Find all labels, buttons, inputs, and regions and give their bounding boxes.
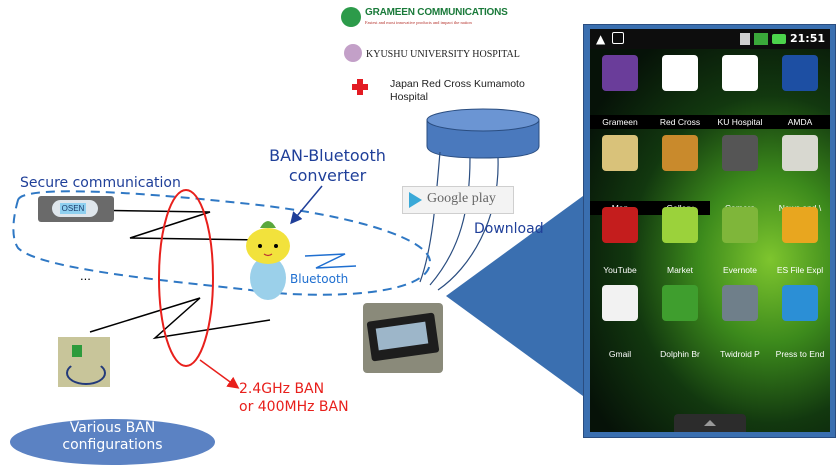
app-press-to-end[interactable]: Press to End: [770, 285, 830, 365]
app-label: KU Hospital: [710, 115, 770, 129]
cable-sensor-photo: [58, 337, 110, 387]
red-cross-line1: Japan Red Cross Kumamoto: [390, 78, 525, 90]
red-cross-line2: Hospital: [390, 91, 428, 103]
grameen-name: GRAMEEN COMMUNICATIONS: [365, 7, 508, 18]
red-cross-hospital-name: Japan Red Cross Kumamoto Hospital: [390, 78, 525, 104]
converter-line1: BAN-Bluetooth: [269, 146, 386, 165]
app-drawer-handle[interactable]: [674, 414, 746, 432]
ku-hospital-icon: [722, 55, 758, 91]
app-label: Grameen: [590, 115, 650, 129]
bluetooth-link: [304, 253, 357, 269]
app-es-file-explorer[interactable]: ES File Expl: [770, 207, 830, 287]
app-label: Twidroid P: [720, 349, 760, 359]
ban-ellipse: [158, 189, 214, 367]
various-ban-configurations: Various BAN configurations: [10, 419, 215, 465]
press-to-end-icon: [782, 285, 818, 321]
app-grameen[interactable]: Grameen: [590, 55, 650, 135]
clock: 21:51: [790, 32, 826, 45]
ellipsis-label: ...: [80, 268, 91, 283]
map-icon: [602, 135, 638, 171]
ban-type-label: 2.4GHz BAN or 400MHz BAN: [239, 380, 349, 416]
app-label: YouTube: [603, 265, 637, 275]
youtube-icon: [602, 207, 638, 243]
es-file-explorer-icon: [782, 207, 818, 243]
various-line1: Various BAN: [69, 420, 156, 436]
app-label: Dolphin Br: [660, 349, 700, 359]
red-cross-icon: [662, 55, 698, 91]
download-line: [419, 151, 441, 283]
evernote-icon: [722, 207, 758, 243]
bluetooth-label: Bluetooth: [290, 272, 349, 286]
app-label: ES File Expl: [776, 265, 824, 275]
warning-icon: ▲: [596, 32, 606, 46]
secure-communication-path: [12, 190, 432, 296]
grameen-logo-icon: [341, 7, 361, 27]
secure-communication-label: Secure communication: [20, 175, 181, 191]
camera-icon: [722, 135, 758, 171]
app-label: AMDA: [770, 115, 830, 129]
app-label: Evernote: [722, 265, 758, 275]
ban-arrow: [199, 359, 240, 389]
kyushu-emblem-icon: [344, 44, 362, 62]
ban-line1: 2.4GHz BAN: [239, 381, 325, 397]
gallery-icon: [662, 135, 698, 171]
various-line2: configurations: [62, 437, 163, 453]
server-cylinder: [426, 108, 540, 159]
red-cross-logo-icon: [350, 76, 370, 96]
grameen-icon: [602, 55, 638, 91]
app-evernote[interactable]: Evernote: [710, 207, 770, 287]
app-market[interactable]: Market: [650, 207, 710, 287]
app-label: Market: [667, 265, 693, 275]
app-label: Red Cross: [650, 115, 710, 129]
grameen-tagline: Fastest and most innovative products and…: [365, 20, 472, 25]
wearable-sensor-photo: OSEN: [38, 196, 114, 222]
notification-icon: [612, 32, 624, 44]
converter-line2: converter: [288, 166, 367, 185]
converter-label: BAN-Bluetooth converter: [260, 146, 395, 186]
download-line: [437, 157, 499, 291]
grameen-logo: GRAMEEN COMMUNICATIONS Fastest and most …: [341, 6, 551, 30]
sim-icon: [740, 33, 750, 45]
signal-icon: [754, 33, 768, 45]
app-red-cross[interactable]: Red Cross: [650, 55, 710, 135]
converter-mascot: [246, 221, 290, 300]
app-news[interactable]: News and \: [770, 135, 830, 215]
ban-line2: or 400MHz BAN: [239, 399, 349, 415]
wireless-link: [79, 209, 266, 241]
amda-icon: [782, 55, 818, 91]
wireless-link: [89, 297, 271, 340]
battery-icon: [772, 34, 786, 44]
app-gallery[interactable]: Gallery: [650, 135, 710, 215]
app-label: Press to End: [775, 349, 825, 359]
converter-arrow: [290, 185, 323, 225]
app-ku-hospital[interactable]: KU Hospital: [710, 55, 770, 135]
twidroid-icon: [722, 285, 758, 321]
gmail-icon: [602, 285, 638, 321]
app-youtube[interactable]: YouTube: [590, 207, 650, 287]
market-icon: [662, 207, 698, 243]
kyushu-logo: KYUSHU UNIVERSITY HOSPITAL: [344, 44, 564, 66]
google-play-badge: Google play: [402, 186, 514, 214]
app-gmail[interactable]: Gmail: [590, 285, 650, 365]
app-twidroid[interactable]: Twidroid P: [710, 285, 770, 365]
app-map[interactable]: Map: [590, 135, 650, 215]
app-amda[interactable]: AMDA: [770, 55, 830, 135]
google-play-icon: [409, 192, 422, 208]
smartphone-photo: [363, 303, 443, 373]
dolphin-browser-icon: [662, 285, 698, 321]
news-icon: [782, 135, 818, 171]
app-label: Gmail: [608, 349, 632, 359]
phone-callout: [446, 196, 583, 396]
download-line: [429, 157, 471, 286]
google-play-label: Google play: [427, 191, 496, 206]
kyushu-name: KYUSHU UNIVERSITY HOSPITAL: [366, 49, 520, 60]
download-label: Download: [474, 221, 544, 237]
status-bar: ▲ 21:51: [590, 29, 830, 49]
app-dolphin-browser[interactable]: Dolphin Br: [650, 285, 710, 365]
app-camera[interactable]: Camera: [710, 135, 770, 215]
sensor-display: OSEN: [60, 203, 86, 214]
